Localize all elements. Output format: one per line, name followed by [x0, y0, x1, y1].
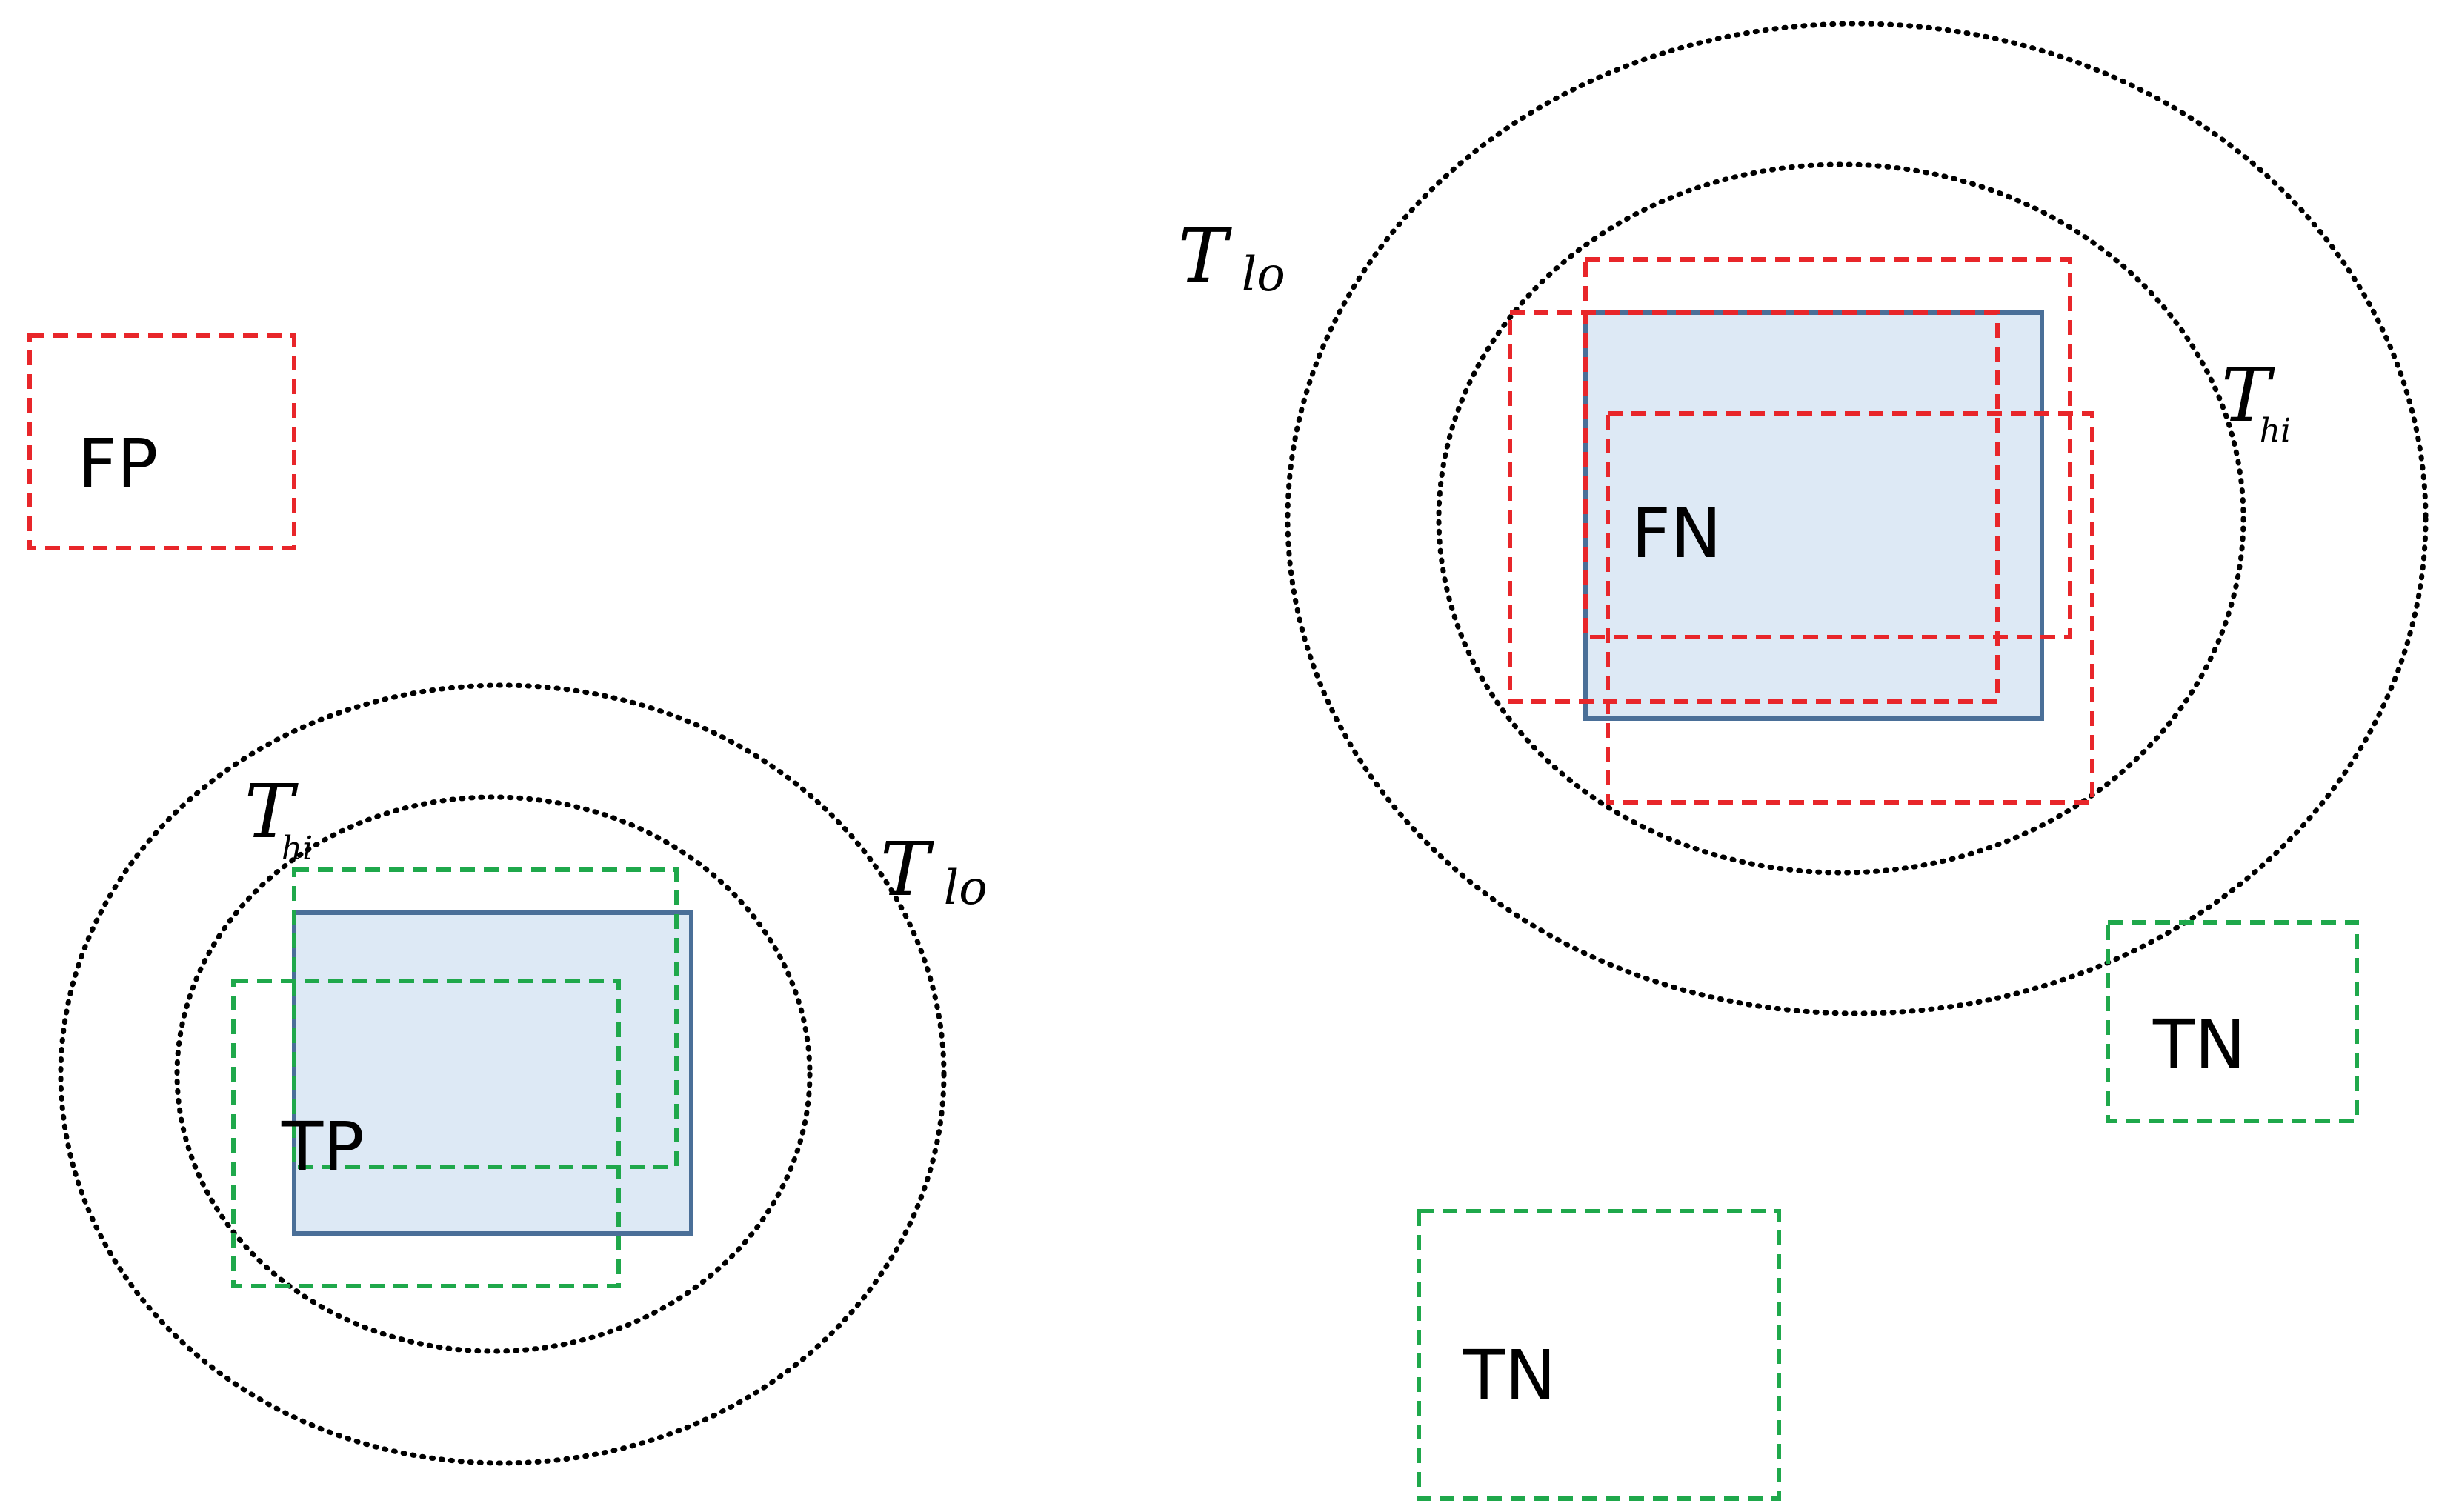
t-hi-circle-right: [1436, 161, 2246, 876]
ground-truth-box-left: [292, 910, 693, 1236]
false-negative-box-top: [1583, 257, 2072, 639]
false-positive-box: [27, 333, 296, 550]
t-hi-label-left: T hi: [244, 768, 313, 867]
fp-group: FP: [27, 333, 296, 550]
fn-label: FN: [1631, 494, 1722, 573]
fp-label: FP: [78, 424, 158, 504]
true-positive-box-upper: [292, 867, 679, 1169]
tp-label: TP: [281, 1108, 365, 1187]
tp-cluster: TP T hi T lo: [58, 682, 988, 1466]
tn-label-right: TN: [2152, 1005, 2246, 1085]
tn-group-right: TN: [2106, 920, 2359, 1123]
false-negative-box-left: [1508, 310, 2000, 704]
true-negative-box-right: [2106, 920, 2359, 1123]
t-hi-circle-left: [174, 794, 813, 1354]
t-hi-label-right: T hi: [2221, 352, 2291, 450]
tn-label-bottom: TN: [1463, 1336, 1556, 1415]
false-negative-box-bottom: [1606, 411, 2094, 805]
t-lo-label-right: T lo: [1178, 213, 1285, 302]
t-lo-label-left: T lo: [880, 826, 988, 916]
true-negative-box-bottom: [1417, 1209, 1781, 1501]
fn-cluster: FN T lo T hi: [1178, 21, 2429, 1016]
t-lo-circle-right: [1285, 21, 2429, 1016]
ground-truth-box-right: [1583, 310, 2044, 721]
t-lo-circle-left: [58, 682, 947, 1466]
true-positive-box-lower: [231, 979, 621, 1288]
tn-group-bottom: TN: [1417, 1209, 1781, 1501]
